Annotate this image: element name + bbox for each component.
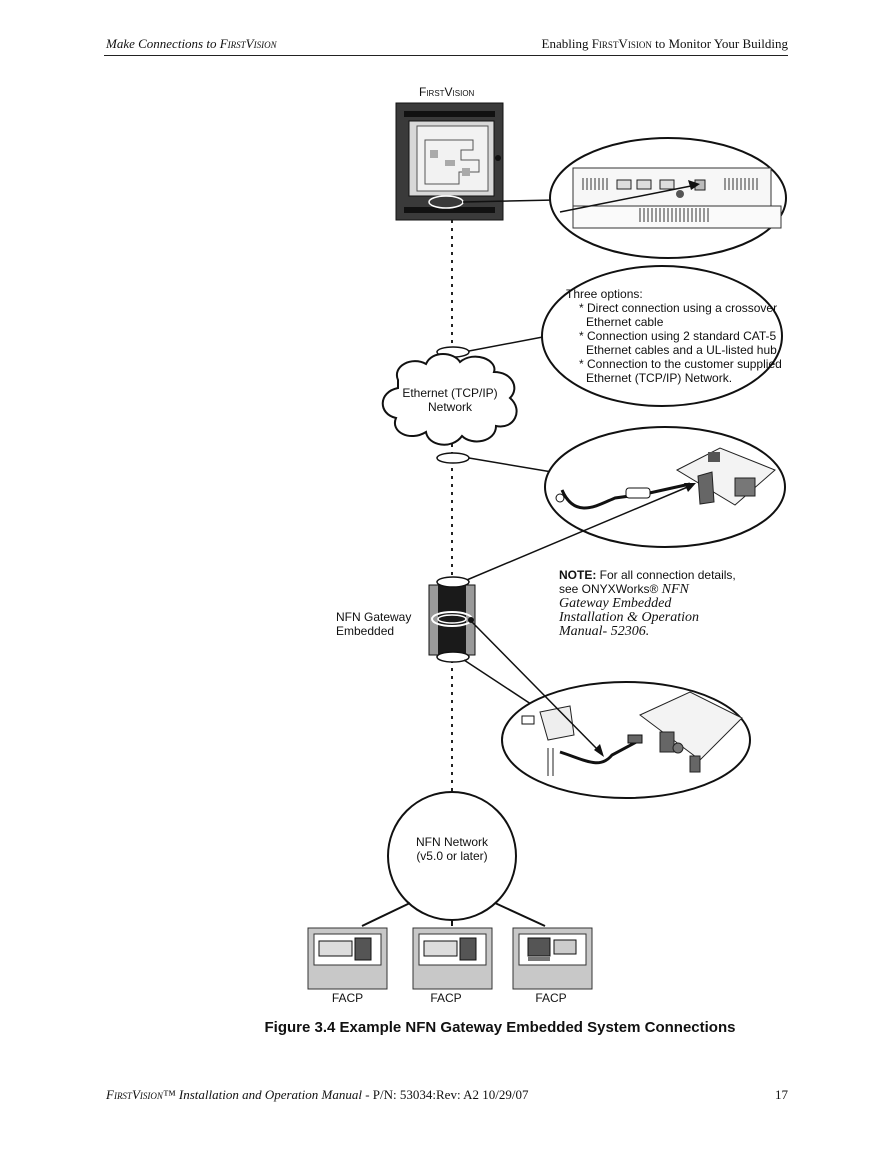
note-manual-name-2: Gateway Embedded: [559, 596, 672, 611]
backpanel-zoom-ellipse: [462, 137, 787, 259]
header-right-text-a: Enabling: [541, 36, 592, 51]
firstvision-port-highlight: [428, 195, 464, 209]
firstvision-unit: [395, 102, 504, 221]
gateway-label-line-2: Embedded: [336, 624, 395, 638]
ethernet-cloud: [381, 353, 518, 446]
running-header-left: Make Connections to FirstVision: [106, 36, 277, 52]
facp-label: FACP: [535, 991, 567, 1005]
note-text-2: see ONYXWorks®: [559, 582, 662, 596]
facp-panel-1: [307, 927, 388, 990]
gateway-label-line-1: NFN Gateway: [336, 610, 412, 624]
note-bold: NOTE:: [559, 568, 597, 582]
footer-manual-title: ™ Installation and Operation Manual: [162, 1087, 362, 1102]
option-line: Ethernet (TCP/IP) Network.: [586, 371, 733, 385]
note-text-1: For all connection details,: [596, 568, 736, 582]
nfn-network-line-2: (v5.0 or later): [416, 849, 488, 863]
option-line: * Connection using 2 standard CAT-5: [579, 329, 777, 343]
note-manual-name-3: Installation & Operation: [559, 610, 699, 625]
gateway-label: NFN Gateway Embedded: [336, 610, 411, 638]
running-footer-left: FirstVision™ Installation and Operation …: [106, 1087, 528, 1103]
ethernet-board-zoom-ellipse: [461, 426, 786, 583]
option-line: * Connection to the customer supplied: [579, 357, 782, 371]
header-right-text-c: to Monitor Your Building: [651, 36, 788, 51]
facp-label: FACP: [430, 991, 462, 1005]
header-left-text: Make Connections to: [106, 36, 220, 51]
option-line: * Direct connection using a crossover: [579, 301, 778, 315]
option-line: Ethernet cables and a UL-listed hub: [586, 343, 777, 357]
note-manual-name-1: NFN: [661, 582, 689, 597]
facp-panel-3: [512, 927, 593, 990]
option-line: Ethernet cable: [586, 315, 664, 329]
gateway-board-zoom-ellipse: [463, 621, 751, 799]
nfn-gateway-module: [428, 576, 476, 663]
page-number: 17: [775, 1087, 788, 1102]
running-header-right: Enabling FirstVision to Monitor Your Bui…: [542, 36, 788, 52]
ethernet-cloud-label: Ethernet (TCP/IP) Network: [398, 386, 502, 414]
options-title: Three options:: [566, 287, 643, 301]
ethernet-label-line-2: Network: [427, 400, 472, 414]
note-manual-name-4: Manual- 52306.: [559, 624, 650, 639]
nfn-network-label: NFN Network (v5.0 or later): [400, 835, 504, 863]
header-right-product: FirstVision: [591, 36, 652, 51]
firstvision-title: FirstVision: [419, 85, 475, 99]
header-rule: [104, 55, 788, 56]
facp-label: FACP: [331, 991, 364, 1005]
ethernet-label-line-1: Ethernet (TCP/IP): [402, 386, 498, 400]
facp-panel-2: [412, 927, 493, 990]
footer-product: FirstVision: [106, 1087, 163, 1102]
ethernet-lower-port-ring: [436, 452, 470, 464]
nfn-network-line-1: NFN Network: [415, 835, 488, 849]
footer-part-number: - P/N: 53034:Rev: A2 10/29/07: [361, 1087, 529, 1102]
header-left-product: FirstVision: [219, 36, 277, 51]
note-text: NOTE: For all connection details, see ON…: [559, 568, 759, 639]
figure-caption: Figure 3.4 Example NFN Gateway Embedded …: [264, 1019, 736, 1036]
options-ellipse: [468, 265, 783, 407]
options-text: Three options: * Direct connection using…: [566, 287, 782, 385]
